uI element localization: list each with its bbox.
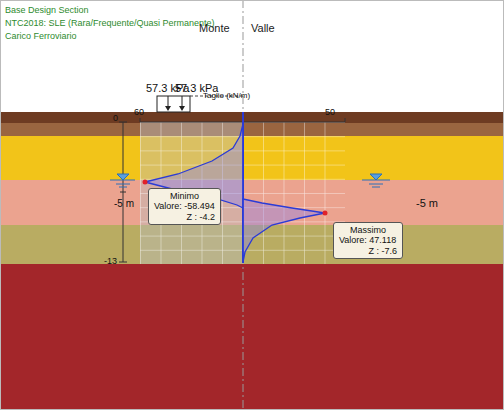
soil-layer — [0, 112, 504, 123]
load-arrow-head — [165, 106, 171, 111]
callout-text: Valore: -58.494 — [154, 201, 215, 211]
title-line: NTC2018: SLE (Rara/Frequente/Quasi Perma… — [5, 19, 215, 29]
depth-tick — [119, 122, 127, 123]
scale-value: 60 — [134, 108, 144, 118]
max-point — [323, 211, 328, 216]
callout-text: Z : -7.6 — [339, 246, 397, 256]
depth-value: -5 m — [114, 198, 134, 209]
water-line — [116, 184, 130, 185]
scale-tick — [345, 118, 346, 122]
depth-value: -5 m — [416, 197, 438, 209]
callout-text: Valore: 47.118 — [339, 235, 397, 245]
callout-title: Minimo — [154, 191, 215, 201]
scale-value: 50 — [325, 108, 335, 118]
depth-tick — [120, 192, 126, 193]
load-block — [157, 96, 190, 112]
axis-title: Taglio (kN/m) — [203, 92, 250, 101]
load-arrow-head — [179, 106, 185, 111]
min-point — [143, 180, 148, 185]
callout-box: MassimoValore: 47.118Z : -7.6 — [333, 222, 403, 259]
side-label: Monte — [199, 22, 230, 34]
grid-lines — [140, 122, 345, 264]
depth-tick — [119, 262, 127, 263]
side-label: Valle — [251, 22, 275, 34]
depth-value: 0 — [113, 114, 118, 124]
water-symbol — [370, 174, 382, 180]
depth-value: -13 — [104, 257, 117, 267]
water-symbol — [117, 174, 129, 180]
shear-lobe — [243, 199, 325, 262]
water-line — [372, 187, 380, 188]
water-line — [369, 184, 383, 185]
callout-box: MinimoValore: -58.494Z : -4.2 — [148, 188, 221, 225]
scale-tick — [140, 118, 141, 122]
callout-title: Massimo — [339, 225, 397, 235]
callout-text: Z : -4.2 — [154, 212, 215, 222]
title-line: Base Design Section — [5, 6, 89, 16]
water-line — [119, 187, 127, 188]
soil-layer — [0, 264, 504, 410]
title-line: Carico Ferroviario — [5, 32, 77, 42]
